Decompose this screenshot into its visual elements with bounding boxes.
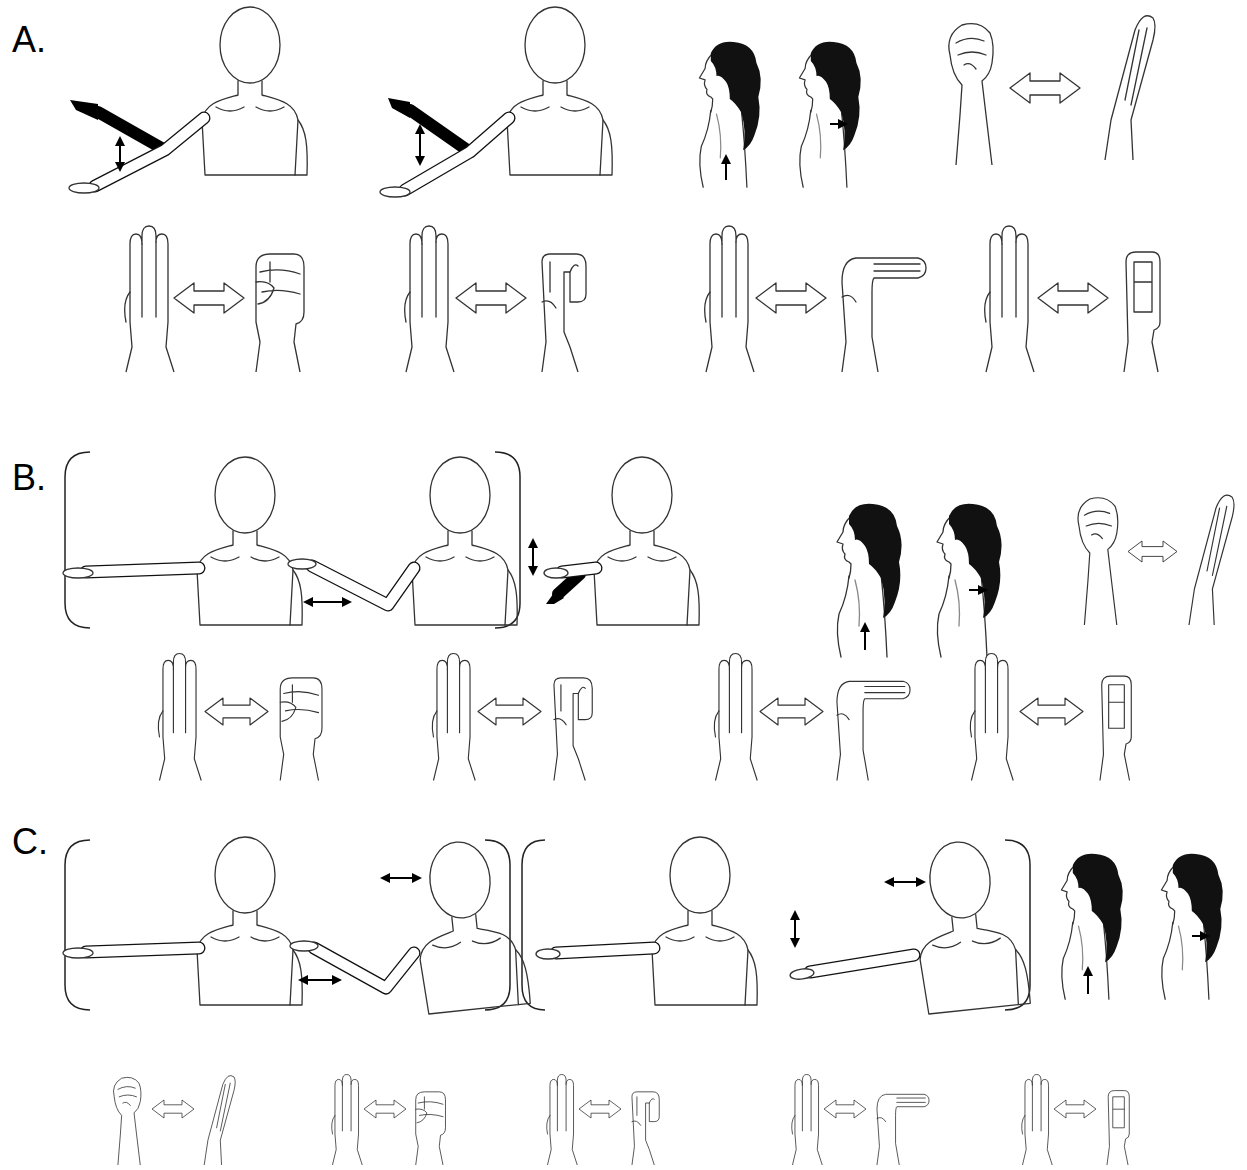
panel-label: C. xyxy=(12,822,48,862)
mannequin-figure xyxy=(380,7,612,197)
panel-label: B. xyxy=(12,458,46,498)
mannequin-figure xyxy=(69,7,307,193)
mannequin-figure xyxy=(789,836,1030,1014)
panel-label: A. xyxy=(12,20,46,60)
bracket xyxy=(65,840,1030,1010)
mannequin-figure xyxy=(533,457,699,625)
posture-figure xyxy=(837,504,1002,657)
mannequin-figure xyxy=(290,836,531,1014)
posture-figure xyxy=(699,42,860,188)
wrist-exercise xyxy=(113,1076,235,1165)
mannequin-figure xyxy=(63,837,302,1005)
finger-exercise xyxy=(125,226,1160,372)
posture-figure xyxy=(1061,854,1222,1000)
mannequin-figure xyxy=(536,837,757,1005)
mannequin-figure xyxy=(63,457,302,625)
wrist-exercise xyxy=(1078,495,1234,625)
finger-exercise xyxy=(332,1074,1130,1165)
wrist-exercise xyxy=(949,16,1155,165)
mannequin-figure xyxy=(288,457,517,625)
finger-exercise xyxy=(158,653,1131,780)
bracket xyxy=(65,452,520,628)
